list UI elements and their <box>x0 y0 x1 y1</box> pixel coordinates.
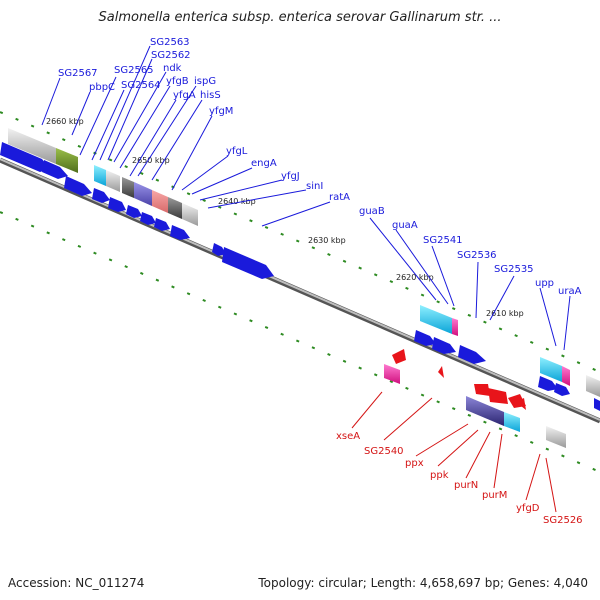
forward-gene-labels: SG2567 pbpC SG2565 SG2564 SG2563 SG2562 … <box>58 37 582 297</box>
guide-dots <box>0 111 600 473</box>
gene-label-uraA[interactable]: uraA <box>558 286 582 297</box>
gene-label-yfgJ[interactable]: yfgJ <box>281 171 300 182</box>
gene-label-pbpC[interactable]: pbpC <box>89 82 115 93</box>
gene-arrows-forward <box>0 142 600 411</box>
gene-label-SG2540[interactable]: SG2540 <box>364 446 404 457</box>
gene-label-guaB[interactable]: guaB <box>359 206 385 217</box>
gene-label-SG2567[interactable]: SG2567 <box>58 68 98 79</box>
gene-label-yfgA[interactable]: yfgA <box>173 90 196 101</box>
map-title: Salmonella enterica subsp. enterica sero… <box>98 10 502 25</box>
chromosome-backbone <box>0 157 600 424</box>
gene-label-yfgB[interactable]: yfgB <box>166 76 189 87</box>
gene-label-yfgD[interactable]: yfgD <box>516 503 540 514</box>
forward-leaders <box>41 45 571 351</box>
gene-label-sinI[interactable]: sinI <box>306 181 323 192</box>
gene-label-SG2564[interactable]: SG2564 <box>121 80 161 91</box>
gene-label-SG2541[interactable]: SG2541 <box>423 235 463 246</box>
gene-label-hisS[interactable]: hisS <box>200 90 221 101</box>
feature-boxes-reverse <box>384 364 566 448</box>
kbp-marker: 2650 kbp <box>132 156 170 165</box>
gene-label-ratA[interactable]: ratA <box>329 192 350 203</box>
gene-label-SG2565[interactable]: SG2565 <box>114 65 154 76</box>
accession-label: Accession: NC_011274 <box>8 576 145 590</box>
gene-label-guaA[interactable]: guaA <box>392 220 418 231</box>
gene-label-SG2535[interactable]: SG2535 <box>494 264 534 275</box>
gene-label-upp[interactable]: upp <box>535 278 554 289</box>
gene-label-ppk[interactable]: ppk <box>430 470 449 481</box>
gene-label-ispG[interactable]: ispG <box>194 76 216 87</box>
gene-label-SG2563[interactable]: SG2563 <box>150 37 190 48</box>
gene-label-yfgL[interactable]: yfgL <box>226 146 248 157</box>
gene-label-SG2562[interactable]: SG2562 <box>151 50 191 61</box>
kbp-markers: 2660 kbp 2650 kbp 2640 kbp 2630 kbp 2620… <box>46 117 524 318</box>
gene-label-yfgM[interactable]: yfgM <box>209 106 233 117</box>
kbp-marker: 2660 kbp <box>46 117 84 126</box>
gene-label-SG2526[interactable]: SG2526 <box>543 515 583 526</box>
kbp-marker: 2620 kbp <box>396 273 434 282</box>
gene-label-SG2536[interactable]: SG2536 <box>457 250 497 261</box>
genome-summary: Topology: circular; Length: 4,658,697 bp… <box>258 576 588 590</box>
gene-label-purN[interactable]: purN <box>454 480 478 491</box>
gene-label-purM[interactable]: purM <box>482 490 507 501</box>
gene-label-ndk[interactable]: ndk <box>163 63 182 74</box>
kbp-marker: 2640 kbp <box>218 197 256 206</box>
reverse-gene-labels: xseA SG2540 ppx ppk purN purM yfgD SG252… <box>336 431 583 526</box>
kbp-marker: 2630 kbp <box>308 236 346 245</box>
gene-label-engA[interactable]: engA <box>251 158 277 169</box>
gene-label-ppx[interactable]: ppx <box>405 458 424 469</box>
gene-label-xseA[interactable]: xseA <box>336 431 360 442</box>
kbp-marker: 2610 kbp <box>486 309 524 318</box>
feature-boxes-forward <box>8 128 600 397</box>
reverse-leaders <box>351 391 557 513</box>
